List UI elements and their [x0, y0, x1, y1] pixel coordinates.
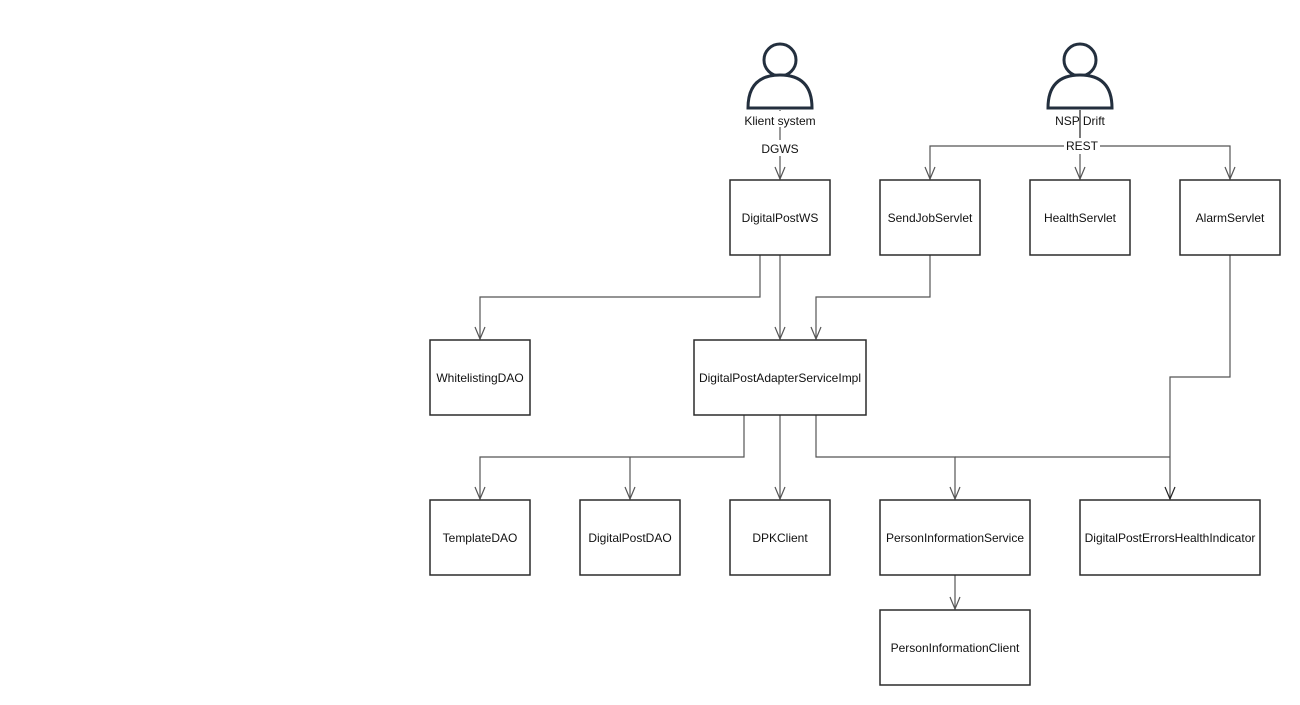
node-personinfoservice[interactable]: PersonInformationService	[879, 499, 1031, 576]
node-box[interactable]	[1079, 499, 1261, 576]
node-box[interactable]	[729, 179, 831, 256]
node-label: AlarmServlet	[1196, 211, 1265, 225]
node-digitalpostdao[interactable]: DigitalPostDAO	[579, 499, 681, 576]
edge-digitalpostws-to-whitelistingdao	[479, 255, 761, 339]
actor-label: Klient system	[744, 114, 815, 128]
node-alarmservlet[interactable]: AlarmServlet	[1179, 179, 1281, 256]
edge-label-bg	[1064, 138, 1100, 154]
node-whitelistingdao[interactable]: WhitelistingDAO	[429, 339, 531, 416]
actor-label: NSP Drift	[1055, 114, 1105, 128]
node-label: TemplateDAO	[443, 531, 518, 545]
node-healthservlet[interactable]: HealthServlet	[1029, 179, 1131, 256]
node-box[interactable]	[879, 609, 1031, 686]
edge-label-text: DGWS	[761, 142, 798, 156]
edge-adapter-to-templatedao	[479, 415, 745, 499]
node-box[interactable]	[729, 499, 831, 576]
edge-rest-to-alarmservlet	[1100, 145, 1231, 179]
arrowhead	[810, 326, 822, 341]
node-box[interactable]	[879, 499, 1031, 576]
person-icon	[1062, 42, 1098, 78]
node-box[interactable]	[429, 499, 531, 576]
actor-label-bg	[740, 111, 820, 127]
edge-label-text: REST	[1066, 139, 1099, 153]
node-adapterservice[interactable]: DigitalPostAdapterServiceImpl	[693, 339, 867, 416]
edge-label-rest: REST	[1064, 138, 1100, 154]
arrowheads	[474, 166, 1236, 611]
arrowhead	[624, 486, 636, 501]
node-label: WhitelistingDAO	[436, 371, 523, 385]
arrowhead	[774, 326, 786, 341]
arrowhead	[1164, 486, 1176, 501]
arrowhead	[474, 326, 486, 341]
node-box[interactable]	[1029, 179, 1131, 256]
person-icon-body	[746, 73, 814, 110]
edge-label-bg	[758, 140, 802, 156]
arrowhead	[1224, 166, 1236, 181]
node-label: DigitalPostDAO	[588, 531, 671, 545]
edge-sendjobservlet-to-adapter	[815, 255, 931, 339]
node-digitalpostws[interactable]: DigitalPostWS	[729, 179, 831, 256]
actor-klient-system: Klient system	[740, 42, 820, 128]
node-label: DPKClient	[752, 531, 808, 545]
node-label: PersonInformationService	[886, 531, 1024, 545]
node-label: DigitalPostErrorsHealthIndicator	[1085, 531, 1256, 545]
edge-label-dgws: DGWS	[758, 140, 802, 156]
node-box[interactable]	[579, 499, 681, 576]
node-sendjobservlet[interactable]: SendJobServlet	[879, 179, 981, 256]
node-label: SendJobServlet	[888, 211, 973, 225]
node-box[interactable]	[429, 339, 531, 416]
arrowhead	[1074, 166, 1086, 181]
person-icon	[762, 42, 798, 78]
node-dpkclient[interactable]: DPKClient	[729, 499, 831, 576]
node-box[interactable]	[693, 339, 867, 416]
node-label: DigitalPostAdapterServiceImpl	[699, 371, 861, 385]
person-icon-body	[1046, 73, 1114, 110]
node-templatedao[interactable]: TemplateDAO	[429, 499, 531, 576]
arrowhead	[474, 486, 486, 501]
edge-rest-to-sendjobservlet	[929, 145, 1065, 179]
actor-nsp-drift: NSP Drift	[1046, 42, 1114, 128]
arrowhead	[774, 486, 786, 501]
node-label: DigitalPostWS	[742, 211, 819, 225]
node-errorshealth[interactable]: DigitalPostErrorsHealthIndicator	[1079, 499, 1261, 576]
node-box[interactable]	[1179, 179, 1281, 256]
node-personinfoclient[interactable]: PersonInformationClient	[879, 609, 1031, 686]
edge-alarmservlet-to-errorshealth	[1169, 255, 1231, 499]
node-label: PersonInformationClient	[891, 641, 1020, 655]
arrowhead	[924, 166, 936, 181]
edge-adapter-to-personinfoservice	[815, 415, 956, 499]
node-box[interactable]	[879, 179, 981, 256]
node-label: HealthServlet	[1044, 211, 1117, 225]
arrowhead	[774, 166, 786, 181]
arrowhead	[949, 486, 961, 501]
arrowhead	[949, 596, 961, 611]
edges	[479, 110, 1231, 609]
